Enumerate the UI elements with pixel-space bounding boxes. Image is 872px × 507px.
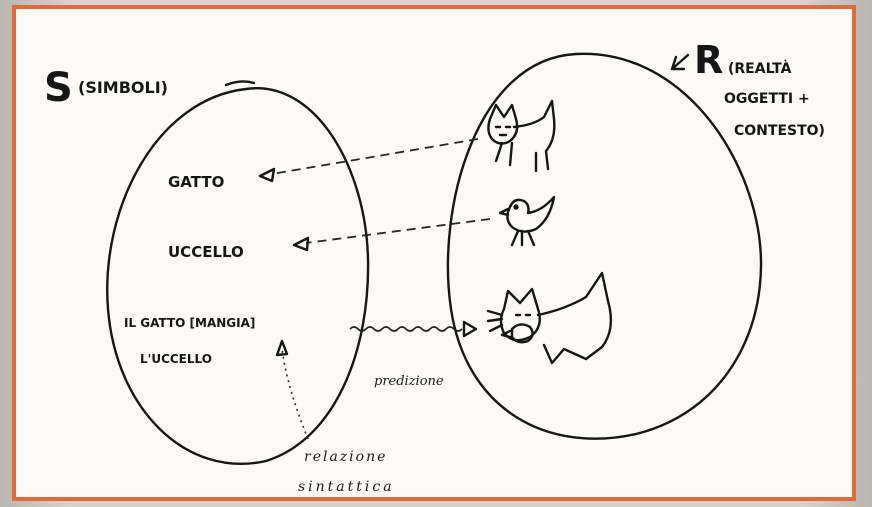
prediction-wavy-arrow — [350, 327, 462, 331]
syntactic-relation-dotted-arrow — [282, 349, 308, 439]
reality-letter: R — [694, 38, 723, 82]
symbol-gatto: GATTO — [168, 173, 224, 191]
sintattica-label: sintattica — [298, 479, 395, 495]
pointer-arrow-icon — [672, 55, 688, 69]
arrowhead-uccello-icon — [294, 238, 308, 250]
semantics-diagram: S (SIMBOLI) R (REALTÀ OGGETTI + CONTESTO… — [16, 9, 856, 501]
symbol-sentence-line1: IL GATTO [MANGIA] — [124, 316, 255, 330]
bird-icon — [500, 197, 554, 245]
symbol-sentence-line2: L'UCCELLO — [140, 352, 212, 366]
cat-eating-bird-icon — [488, 273, 611, 363]
symbols-letter: S — [44, 65, 73, 111]
symbols-set-ellipse — [107, 88, 368, 464]
reality-caption-line1: (REALTÀ — [728, 60, 792, 77]
cat-icon — [488, 101, 554, 171]
reference-arrow-gatto — [272, 139, 478, 174]
reality-caption-line3: CONTESTO) — [734, 123, 825, 139]
reality-set-ellipse — [448, 54, 761, 439]
arrowhead-prediction-icon — [464, 322, 476, 336]
diagram-sheet: S (SIMBOLI) R (REALTÀ OGGETTI + CONTESTO… — [12, 5, 856, 501]
symbol-uccello: UCCELLO — [168, 243, 244, 261]
symbols-caption: (SIMBOLI) — [78, 78, 168, 97]
predizione-label: predizione — [374, 374, 444, 389]
arrowhead-gatto-icon — [260, 169, 274, 181]
caption-underline-stroke — [226, 81, 254, 85]
relazione-label: relazione — [304, 449, 387, 465]
reality-caption-line2: OGGETTI + — [724, 91, 810, 107]
reference-arrow-uccello — [306, 219, 490, 243]
